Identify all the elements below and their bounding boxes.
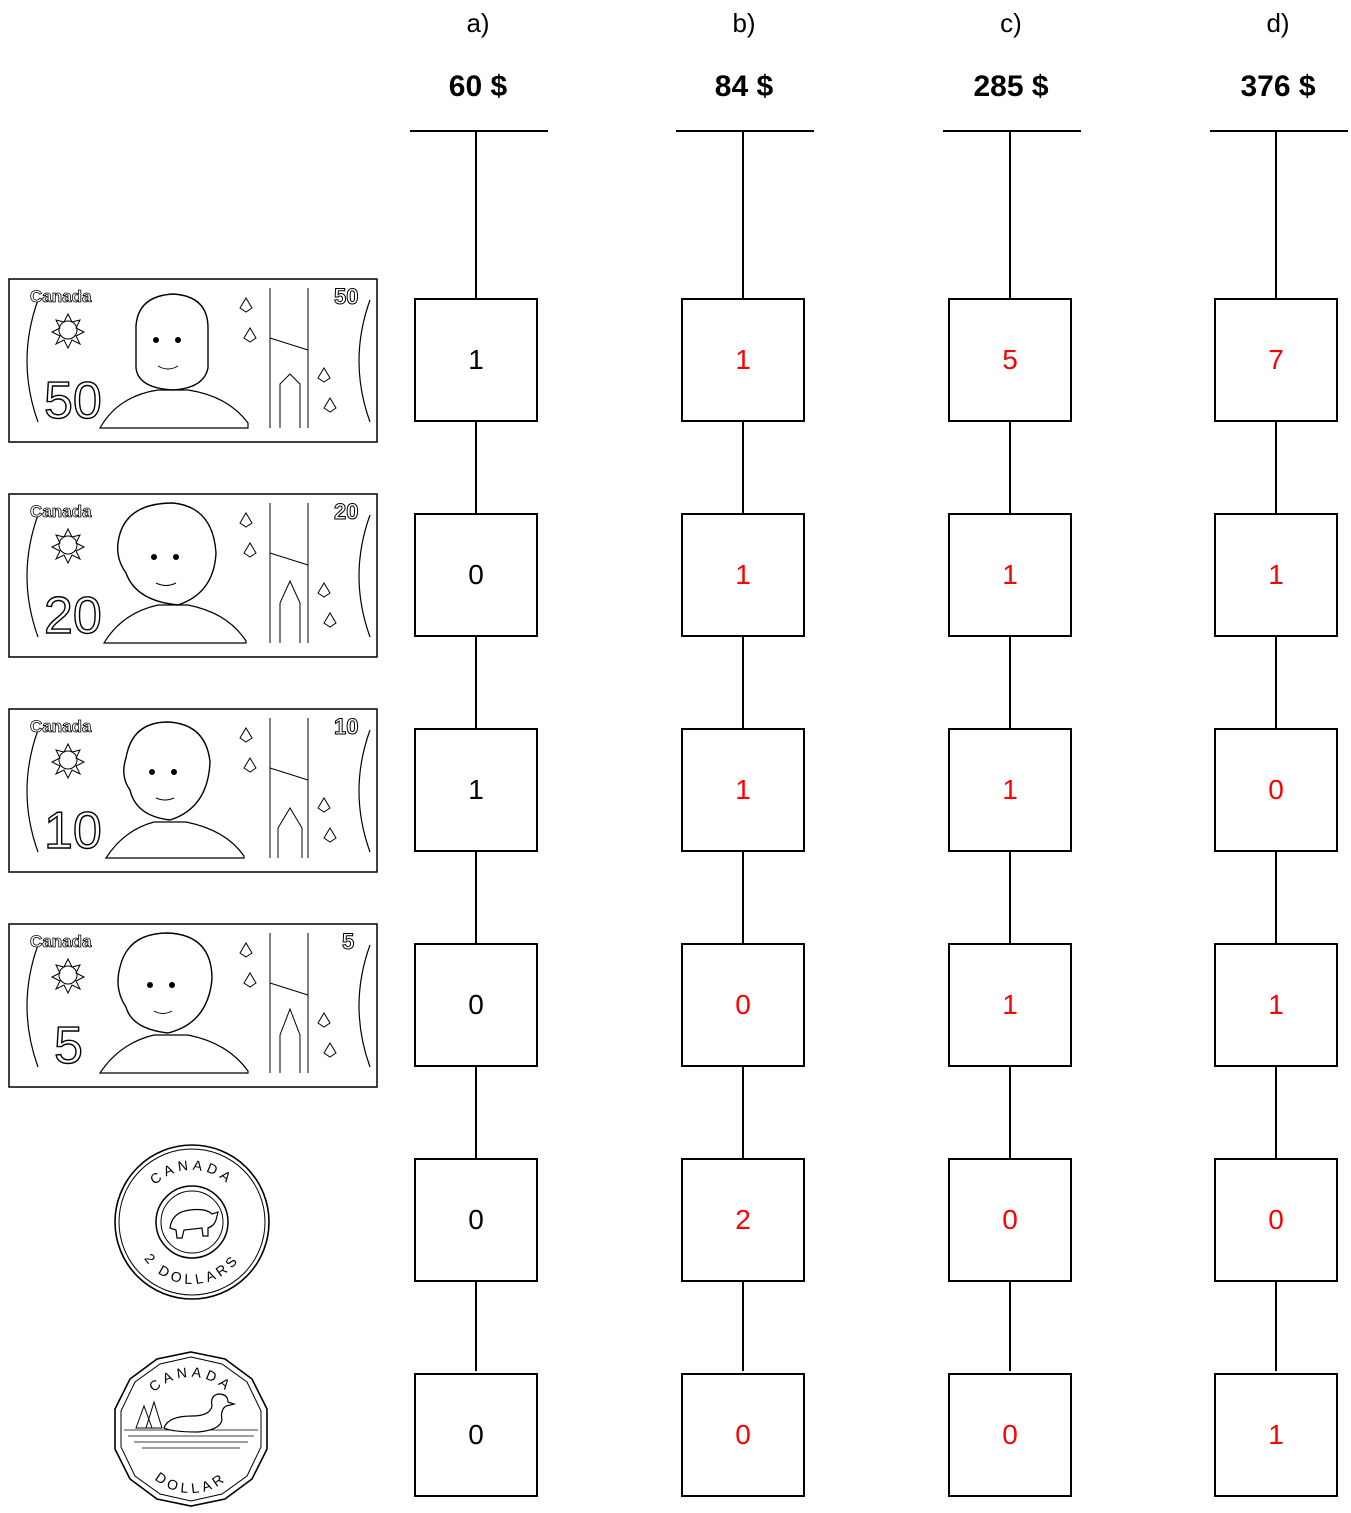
count-box[interactable]: 0 — [414, 1158, 538, 1282]
column-amount: 60 $ — [408, 70, 548, 104]
note-country: Canada — [30, 717, 92, 736]
note-country: Canada — [30, 287, 92, 306]
note-corner-value: 20 — [334, 499, 358, 524]
banknote-5: Canada 5 5 — [8, 923, 380, 1094]
count-box[interactable]: 1 — [1214, 1373, 1338, 1497]
note-corner-value: 50 — [334, 284, 358, 309]
column-top-bar — [676, 130, 814, 132]
note-big-value: 50 — [44, 372, 102, 430]
note-country: Canada — [30, 932, 92, 951]
banknote-20: Canada 20 20 — [8, 493, 380, 664]
count-box[interactable]: 0 — [681, 1373, 805, 1497]
count-box[interactable]: 7 — [1214, 298, 1338, 422]
count-box[interactable]: 5 — [948, 298, 1072, 422]
banknote-50: Canada 50 50 — [8, 278, 380, 449]
note-big-value: 10 — [44, 802, 102, 860]
banknote-50-icon: Canada 50 50 — [8, 278, 380, 444]
count-box[interactable]: 1 — [948, 728, 1072, 852]
note-big-value: 20 — [44, 587, 102, 645]
column-letter: d) — [1208, 8, 1348, 39]
count-box[interactable]: 0 — [414, 513, 538, 637]
count-box[interactable]: 0 — [1214, 728, 1338, 852]
count-box[interactable]: 2 — [681, 1158, 805, 1282]
column-letter: a) — [408, 8, 548, 39]
count-box[interactable]: 1 — [948, 513, 1072, 637]
count-box[interactable]: 1 — [414, 298, 538, 422]
count-box[interactable]: 1 — [948, 943, 1072, 1067]
column-letter: c) — [941, 8, 1081, 39]
column-amount: 376 $ — [1208, 70, 1348, 104]
count-box[interactable]: 0 — [948, 1158, 1072, 1282]
banknote-10-icon: Canada 10 10 — [8, 708, 380, 874]
column-amount: 285 $ — [941, 70, 1081, 104]
toonie-icon: CANADA 2 DOLLARS — [110, 1142, 274, 1302]
count-box[interactable]: 1 — [414, 728, 538, 852]
count-box[interactable]: 0 — [1214, 1158, 1338, 1282]
count-box[interactable]: 0 — [414, 1373, 538, 1497]
count-box[interactable]: 1 — [1214, 943, 1338, 1067]
coin-2-dollars: CANADA 2 DOLLARS — [110, 1142, 274, 1307]
coin-1-dollar: CANADA DOLLAR — [106, 1350, 276, 1513]
count-box[interactable]: 1 — [1214, 513, 1338, 637]
note-corner-value: 5 — [342, 929, 354, 954]
note-corner-value: 10 — [334, 714, 358, 739]
loonie-icon: CANADA DOLLAR — [106, 1350, 276, 1508]
banknote-10: Canada 10 10 — [8, 708, 380, 879]
count-box[interactable]: 1 — [681, 513, 805, 637]
column-top-bar — [943, 130, 1081, 132]
banknote-20-icon: Canada 20 20 — [8, 493, 380, 659]
column-top-bar — [410, 130, 548, 132]
column-letter: b) — [674, 8, 814, 39]
count-box[interactable]: 0 — [948, 1373, 1072, 1497]
count-box[interactable]: 1 — [681, 728, 805, 852]
column-top-bar — [1210, 130, 1348, 132]
count-box[interactable]: 1 — [681, 298, 805, 422]
note-big-value: 5 — [54, 1017, 83, 1075]
note-country: Canada — [30, 502, 92, 521]
column-amount: 84 $ — [674, 70, 814, 104]
banknote-5-icon: Canada 5 5 — [8, 923, 380, 1089]
count-box[interactable]: 0 — [414, 943, 538, 1067]
count-box[interactable]: 0 — [681, 943, 805, 1067]
